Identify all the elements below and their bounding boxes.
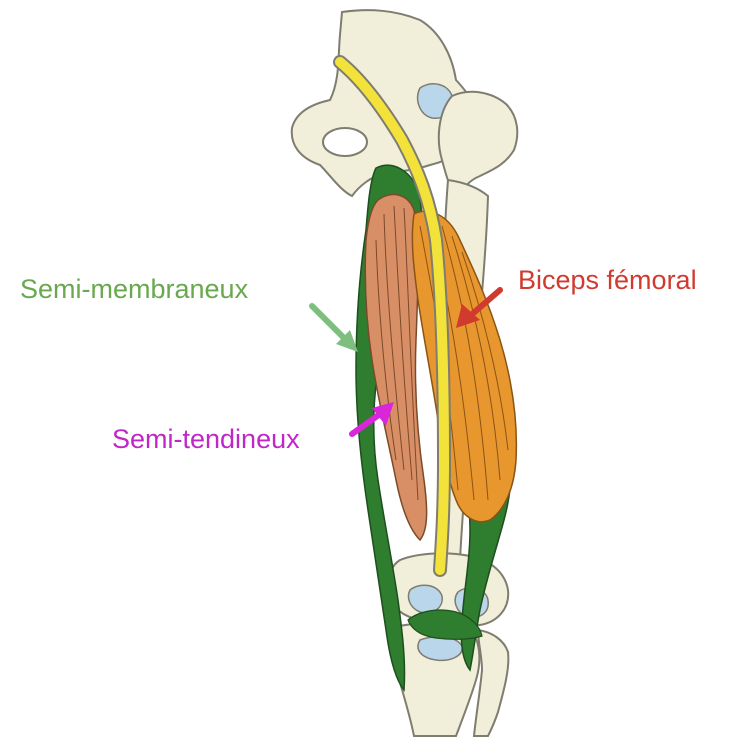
femur-head: [437, 90, 519, 203]
arrow-semi-membraneux: [309, 303, 358, 352]
tibia-cartilage: [417, 635, 463, 662]
label-semi-tendineux: Semi-tendineux: [112, 424, 300, 454]
fibula: [472, 628, 510, 737]
knee-cartilage-left: [407, 584, 443, 614]
label-biceps-femoral: Biceps fémoral: [518, 265, 697, 295]
green-tendon-knee: [407, 609, 483, 640]
arrow-biceps-femoral: [456, 287, 503, 328]
sciatic-nerve-fill: [335, 57, 450, 575]
label-semi-membraneux: Semi-membraneux: [20, 274, 249, 304]
obturator-foramen: [322, 127, 368, 157]
semi-muscle-fibers: [375, 205, 419, 501]
arrow-semi-tendineux: [349, 402, 394, 437]
